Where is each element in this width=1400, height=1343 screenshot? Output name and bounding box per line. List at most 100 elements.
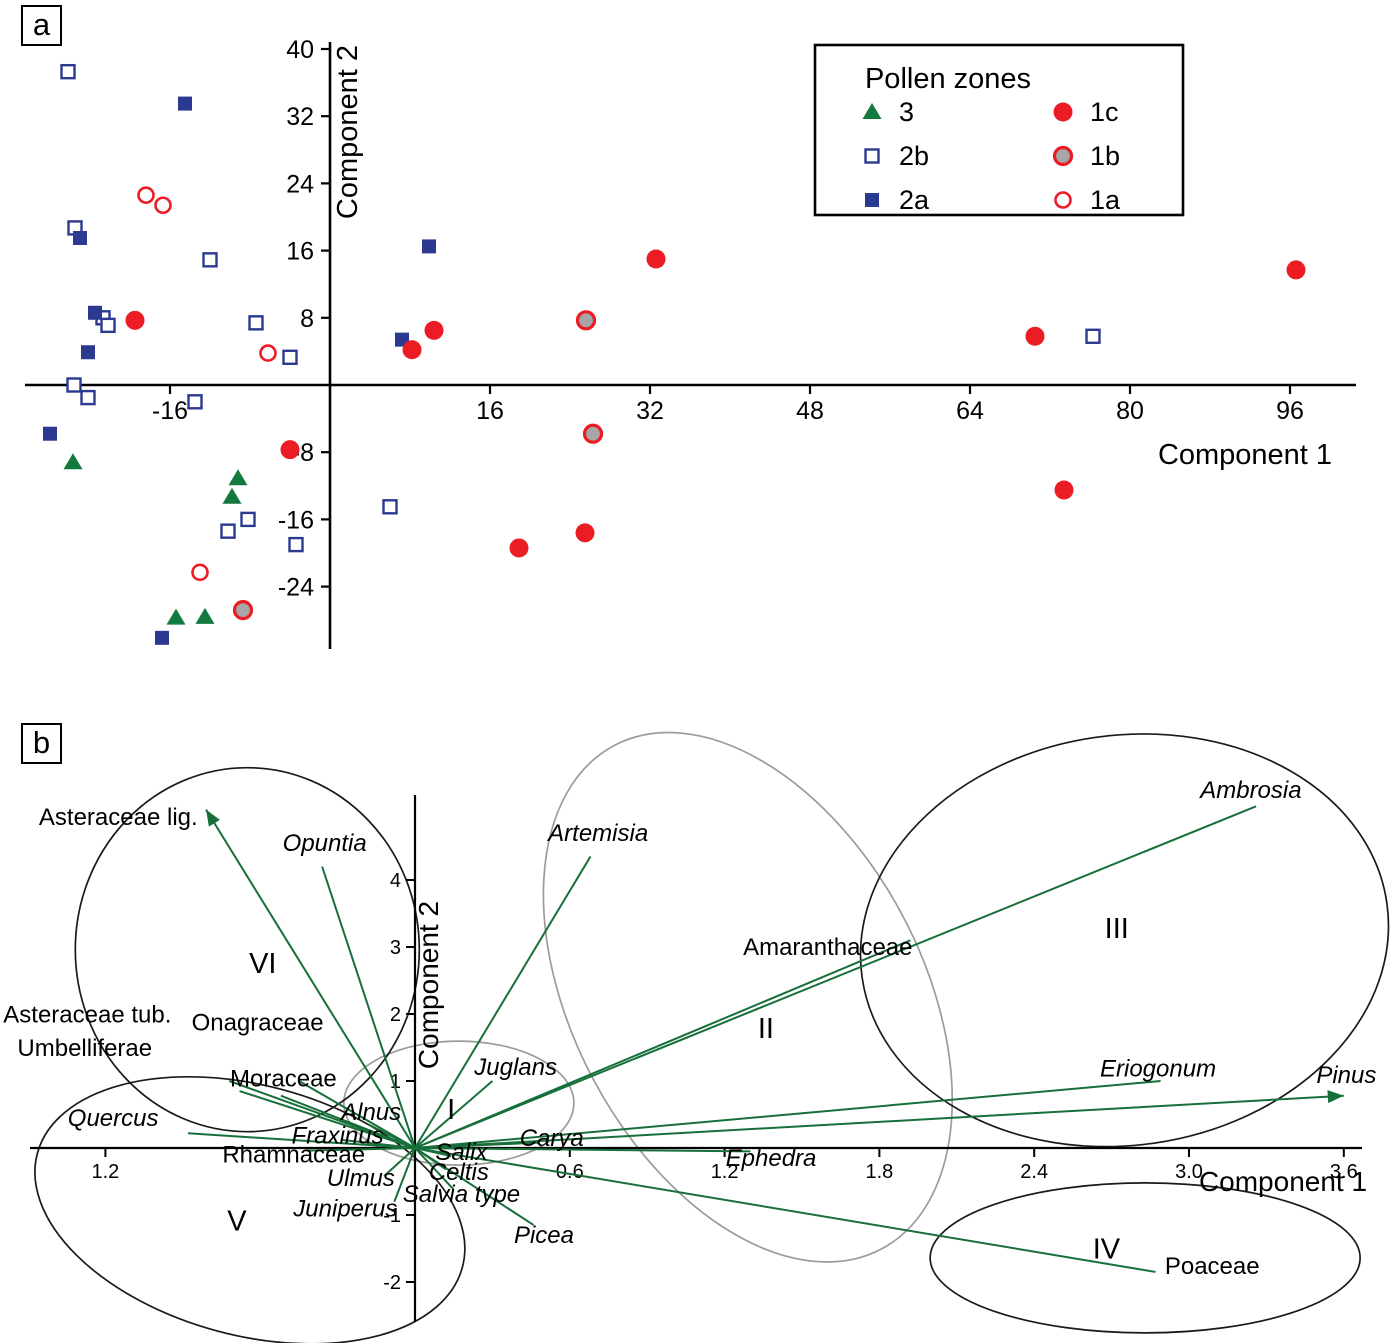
data-point-circle-open [191,563,209,582]
x-tick-label: 96 [1276,397,1304,425]
data-point-triangle [222,487,242,504]
series-3 [63,453,248,625]
data-point-circle-open [1054,191,1072,209]
series-2a [43,96,436,645]
group-ellipse-III [859,733,1390,1148]
y-tick-label: 24 [286,170,314,198]
data-point-circle-gray [232,600,254,621]
y-tick-label: 16 [286,238,314,266]
data-point-triangle [63,453,83,470]
x-tick-label: 1.2 [711,1161,739,1183]
data-point-triangle [862,103,882,119]
taxon-label: Asteraceae tub. [3,1002,171,1029]
taxon-label: Fraxinus [292,1122,384,1149]
data-point-square-open [240,511,256,528]
legend-title: Pollen zones [865,63,1031,95]
data-point-circle-gray [582,423,604,444]
y-tick-label: 40 [286,36,314,64]
legend-label-1c: 1c [1090,97,1119,127]
data-point-square-open [864,148,880,164]
series-1c [125,249,1306,558]
data-point-circle [1053,102,1073,122]
taxon-label: Ephedra [726,1145,817,1172]
data-point-circle-open [137,186,155,204]
group-label-I: I [447,1094,455,1126]
taxon-label: Opuntia [283,830,367,857]
panel-a-x-axis-title: Component 1 [1158,439,1332,471]
legend-label-1b: 1b [1090,141,1120,171]
vector-line [414,939,911,1149]
y-tick-label: 1 [390,1071,401,1093]
data-point-square-open [202,252,218,268]
y-tick-label: 3 [390,937,401,959]
panel-b-x-axis-title: Component 1 [1199,1166,1367,1197]
x-tick-label: 2.4 [1020,1161,1048,1183]
taxon-label: Umbelliferae [17,1035,152,1062]
vector-arrowhead [1327,1090,1344,1104]
data-point-square-open [382,499,398,515]
vector-line [414,1147,751,1153]
x-tick-label: 1.2 [91,1161,119,1183]
x-tick-label: 32 [636,397,664,425]
data-point-square-open [248,315,264,331]
taxon-label: Eriogonum [1100,1055,1216,1082]
panel-a-label: a [21,5,62,46]
vector-line [414,1080,1161,1149]
data-point-square [43,426,57,441]
vector-line [205,809,416,1149]
data-point-square [178,96,192,111]
taxon-label: Ulmus [327,1165,395,1192]
y-tick-label: 4 [390,870,401,892]
data-point-circle [125,310,145,330]
taxon-label: Moraceae [230,1065,337,1092]
vector-line [414,1141,539,1149]
taxon-label: Onagraceae [192,1010,324,1037]
vector-line [414,1080,494,1149]
taxon-label: Asteraceae lig. [39,804,198,831]
data-point-circle [575,523,595,543]
data-point-circle [1286,260,1306,280]
panel-b-y-axis-title: Component 2 [413,901,444,1069]
data-point-square-open [187,394,203,410]
data-point-square [155,630,169,645]
group-label-V: V [227,1205,247,1237]
x-tick-label: -16 [152,397,188,425]
data-point-triangle [166,608,186,625]
legend-label-1a: 1a [1090,185,1121,215]
vector-line [187,1132,416,1149]
taxon-label: Salix [435,1139,488,1166]
group-label-III: III [1105,913,1129,945]
x-tick-label: 64 [956,397,984,425]
taxon-label: Salvia type [403,1181,520,1208]
x-tick-label: 80 [1116,397,1144,425]
y-tick-label: 8 [300,305,314,333]
legend-label-3: 3 [899,97,914,127]
vector-line [414,1094,1344,1149]
taxon-label: Alnus [339,1099,401,1126]
legend-label-2a: 2a [899,185,930,215]
data-point-square [865,193,879,207]
legend-label-2b: 2b [899,141,929,171]
x-tick-label: 48 [796,397,824,425]
series-2b [60,63,1101,553]
group-label-II: II [758,1013,774,1045]
data-point-triangle [195,607,215,624]
data-point-circle [402,340,422,360]
taxon-label: Ambrosia [1198,777,1301,804]
y-tick-label: -1 [383,1205,401,1227]
series-1a [137,186,277,582]
panel-a-y-axis-title: Component 2 [332,45,364,219]
x-tick-label: 0.6 [556,1161,584,1183]
y-tick-label: 32 [286,103,314,131]
data-point-square-open [220,523,236,539]
taxon-label: Juniperus [292,1195,397,1222]
vector-line [414,805,1257,1149]
data-point-circle [646,249,666,269]
data-point-square [73,231,87,245]
y-tick-label: -24 [278,574,314,602]
